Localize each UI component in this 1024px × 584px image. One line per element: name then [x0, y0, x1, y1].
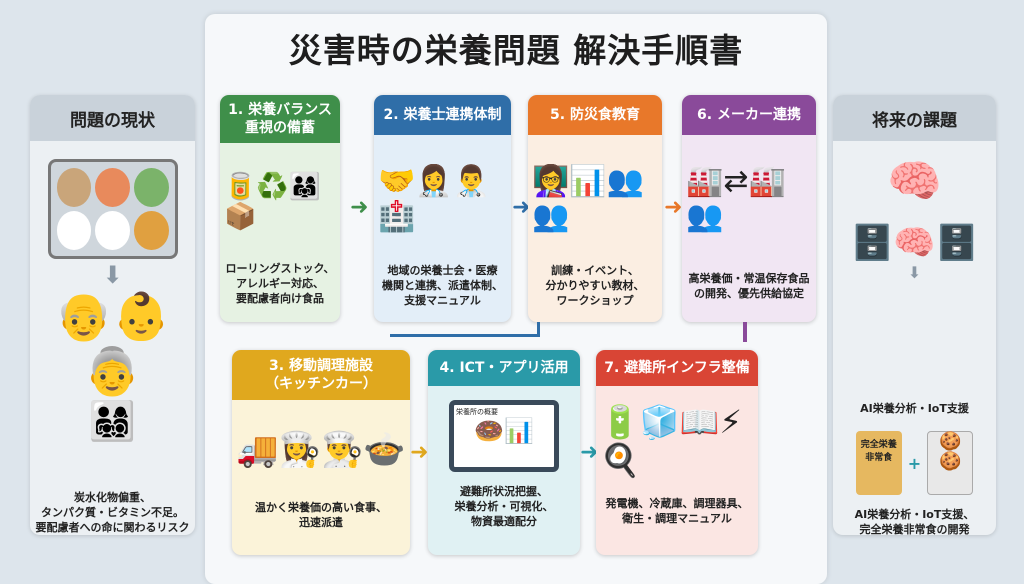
connector-line: [537, 322, 540, 336]
step-text: 栄養分析・可視化、: [454, 500, 554, 513]
step-title: 重視の備蓄: [245, 120, 315, 136]
step-title: 1. 栄養バランス: [228, 102, 332, 118]
workshop-icon: 👩‍🏫📊👥👥: [532, 164, 645, 234]
panel-header: 問題の現状: [30, 95, 195, 141]
step-text: の開発、優先供給協定: [694, 287, 804, 300]
step-text: 機関と連携、派遣体制、: [382, 279, 503, 292]
step-text: 支援マニュアル: [404, 294, 481, 307]
panel-header: 将来の課題: [833, 95, 996, 141]
step-text: 発電機、冷蔵庫、調理器具、: [605, 497, 749, 510]
step-4-card: 4. ICT・アプリ活用 栄養所の概要🍩📊 避難所状況把握、栄養分析・可視化、物…: [428, 350, 580, 555]
step-1-card: 1. 栄養バランス重視の備蓄 🥫♻️👨‍👩‍👧📦 ローリングストック、アレルギー…: [220, 95, 340, 322]
step-5-card: 5. 防災食教育 👩‍🏫📊👥👥 訓練・イベント、分かりやすい教材、ワークショップ: [528, 95, 662, 322]
elderly-family-icon: 👴👶👵: [55, 289, 170, 398]
step-title: 4. ICT・アプリ活用: [428, 350, 580, 386]
connector-line: [743, 322, 747, 342]
stockpile-rolling-icon: 🥫♻️👨‍👩‍👧📦: [224, 172, 322, 232]
page-title: 災害時の栄養問題 解決手順書: [288, 31, 744, 70]
ai-caption: AI栄養分析・IoT支援: [860, 402, 969, 415]
future-issues-panel: 将来の課題 🧠 🗄️🧠🗄️ ⬇ AI栄養分析・IoT支援 完全栄養 非常食 + …: [833, 95, 996, 535]
step-title: 3. 移動調理施設: [269, 358, 373, 374]
step-3-card: 3. 移動調理施設 （キッチンカー） 🚚👩‍🍳👨‍🍳🍲 温かく栄養価の高い食事、迅…: [232, 350, 410, 555]
step-text: 避難所状況把握、: [460, 485, 548, 498]
step-text: アレルギー対応、: [236, 277, 324, 290]
step-title: 2. 栄養士連携体制: [374, 95, 511, 135]
step-title: （キッチンカー）: [265, 376, 377, 392]
step-text: 高栄養価・常温保存食品: [688, 272, 810, 285]
arrow-right-icon: ➜: [664, 195, 683, 220]
step-text: 物資最適配分: [471, 515, 537, 528]
down-arrow-icon: ⬇: [907, 263, 922, 282]
step-text: 迅速派遣: [299, 516, 343, 529]
factory-meeting-icon: 🏭⇄🏭👥: [686, 164, 786, 234]
step-text: 要配慮者向け食品: [236, 292, 324, 305]
shelter-equipment-icon: 🔋🧊📖⚡🍳: [600, 403, 742, 479]
step-title: 6. メーカー連携: [682, 95, 816, 135]
family-icon: 👨‍👩‍👧‍👦: [88, 399, 137, 443]
step-2-card: 2. 栄養士連携体制 🤝👩‍⚕️👨‍⚕️🏥 地域の栄養士会・医療機関と連携、派遣…: [374, 95, 511, 322]
step-text: 衛生・調理マニュアル: [622, 512, 732, 525]
step-text: 温かく栄養価の高い食事、: [255, 501, 387, 514]
tablet-app-icon: 栄養所の概要🍩📊: [449, 400, 559, 472]
step-text: 訓練・イベント、: [551, 264, 639, 277]
problem-text: タンパク質・ビタミン不足。: [41, 506, 184, 519]
arrow-right-icon: ➜: [410, 440, 429, 465]
current-problems-panel: 問題の現状 ⬇ 👴👶👵 👨‍👩‍👧‍👦 炭水化物偏重、 タンパク質・ビタミン不足…: [30, 95, 195, 535]
arrow-right-icon: ➜: [350, 195, 369, 220]
connector-line: [390, 334, 540, 337]
handshake-doctors-icon: 🤝👩‍⚕️👨‍⚕️🏥: [378, 164, 491, 234]
down-arrow-icon: ⬇: [102, 261, 123, 289]
emergency-food-pack-icon: 完全栄養 非常食: [855, 431, 902, 495]
step-7-card: 7. 避難所インフラ整備 🔋🧊📖⚡🍳 発電機、冷蔵庫、調理器具、衛生・調理マニュ…: [596, 350, 758, 555]
problem-text: 要配慮者への命に関わるリスク: [35, 521, 190, 534]
arrow-right-icon: ➜: [580, 440, 599, 465]
meal-tray-icon: [47, 159, 178, 259]
step-title: 5. 防災食教育: [528, 95, 662, 135]
future-text: 完全栄養非常食の開発: [859, 523, 970, 535]
ai-brain-network-icon: 🗄️🧠🗄️: [850, 223, 978, 263]
step-title: 7. 避難所インフラ整備: [596, 350, 758, 386]
arrow-right-icon: ➜: [512, 195, 531, 220]
step-text: ワークショップ: [556, 294, 634, 307]
biscuit-pack-icon: 🍪🍪: [927, 431, 974, 495]
ai-head-icon: 🧠: [887, 156, 942, 207]
future-text: AI栄養分析・IoT支援、: [854, 508, 975, 521]
kitchen-car-icon: 🚚👩‍🍳👨‍🍳🍲: [236, 430, 406, 470]
step-6-card: 6. メーカー連携 🏭⇄🏭👥 高栄養価・常温保存食品の開発、優先供給協定: [682, 95, 816, 322]
tablet-label: 栄養所の概要: [456, 408, 498, 416]
problem-text: 炭水化物偏重、: [74, 491, 151, 504]
step-text: 分かりやすい教材、: [545, 279, 645, 292]
step-text: 地域の栄養士会・医療: [387, 264, 498, 277]
step-text: ローリングストック、: [225, 262, 335, 275]
